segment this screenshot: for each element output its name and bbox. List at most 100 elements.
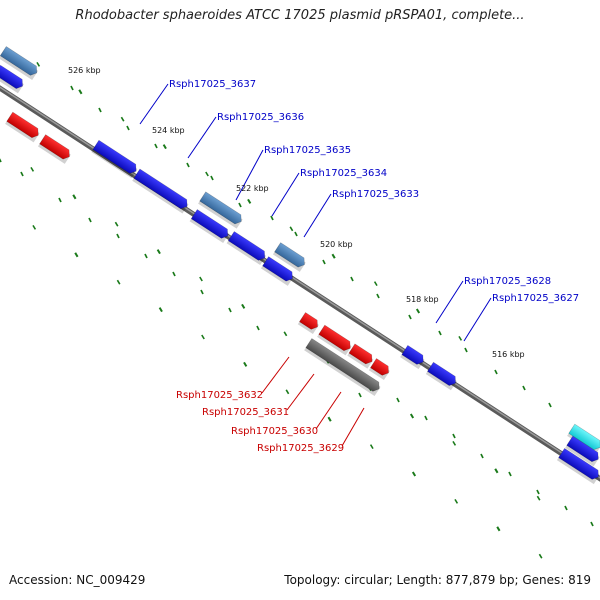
ruler-tick — [536, 489, 540, 495]
ruler-tick — [322, 259, 326, 265]
gene-label-3634[interactable]: Rsph17025_3634 — [300, 168, 387, 179]
reverse-gene-labels: Rsph17025_3632 Rsph17025_3631 Rsph17025_… — [176, 390, 344, 454]
gene-block-cyan[interactable] — [567, 423, 600, 455]
ruler-tick — [72, 194, 77, 200]
ruler-tick — [494, 468, 499, 474]
gene-label-3633[interactable]: Rsph17025_3633 — [332, 189, 419, 200]
ruler-tick — [58, 197, 62, 203]
ruler-tick — [464, 347, 468, 353]
gene-block-reverse[interactable] — [317, 324, 353, 356]
ruler-tick — [88, 217, 92, 223]
gene-block-reverse[interactable] — [5, 111, 41, 143]
ruler-tick — [424, 415, 428, 421]
scale-label-522: 522 kbp — [236, 184, 269, 193]
ruler-tick — [369, 444, 374, 450]
ruler-tick — [98, 107, 102, 113]
gene-block-forward[interactable] — [91, 139, 139, 179]
ruler-tick — [408, 314, 412, 320]
gene-block-reverse[interactable] — [37, 134, 72, 164]
label-leader-line — [261, 356, 290, 394]
ruler-tick — [438, 330, 442, 336]
accession-label: Accession: NC_009429 — [9, 573, 146, 587]
gene-block-forward[interactable] — [0, 64, 26, 94]
gene-block-reverse[interactable] — [347, 343, 375, 369]
ruler-tick — [411, 471, 417, 477]
ruler-tick — [201, 334, 205, 340]
ruler-tick — [247, 198, 252, 204]
ruler-ticks — [0, 61, 594, 559]
ruler-tick — [496, 526, 501, 532]
ruler-tick — [256, 325, 260, 331]
forward-gene-labels: Rsph17025_3637 Rsph17025_3636 Rsph17025_… — [169, 79, 579, 304]
gene-block-forward[interactable] — [189, 209, 231, 244]
ruler-tick — [186, 162, 190, 168]
gene-block-forward[interactable] — [226, 231, 268, 266]
ruler-tick — [536, 495, 541, 501]
gene-label-3636[interactable]: Rsph17025_3636 — [217, 112, 304, 123]
ruler-tick — [114, 221, 119, 227]
map-summary-label: Topology: circular; Length: 877,879 bp; … — [284, 573, 591, 587]
gene-label-3635[interactable]: Rsph17025_3635 — [264, 145, 351, 156]
gene-block-other[interactable] — [304, 338, 382, 397]
ruler-tick — [538, 553, 543, 559]
gene-block-forward[interactable] — [132, 168, 190, 214]
ruler-tick — [458, 335, 463, 341]
gene-block-steel[interactable] — [0, 46, 40, 81]
ruler-tick — [74, 252, 79, 258]
ruler-tick — [36, 61, 41, 67]
gene-block-forward[interactable] — [400, 344, 426, 370]
gene-block-reverse[interactable] — [297, 312, 321, 335]
ruler-tick — [0, 158, 2, 163]
map-title: Rhodobacter sphaeroides ATCC 17025 plasm… — [75, 8, 525, 23]
scale-label-526: 526 kbp — [68, 66, 101, 75]
ruler-tick — [270, 215, 274, 221]
gene-label-3631[interactable]: Rsph17025_3631 — [202, 407, 289, 418]
label-leader-line — [235, 149, 264, 201]
ruler-tick — [590, 521, 594, 527]
ruler-tick — [144, 253, 148, 259]
ruler-tick — [283, 331, 288, 337]
gene-block-forward[interactable] — [565, 435, 600, 467]
ruler-tick — [210, 175, 214, 181]
gene-track — [0, 46, 600, 485]
gene-label-3629[interactable]: Rsph17025_3629 — [257, 443, 344, 454]
label-leader-line — [435, 280, 464, 324]
scale-label-520: 520 kbp — [320, 240, 353, 249]
gene-block-steel[interactable] — [272, 242, 307, 272]
ruler-tick — [116, 279, 121, 285]
ruler-tick — [415, 308, 421, 314]
gene-block-forward[interactable] — [556, 447, 600, 485]
scale-label-518: 518 kbp — [406, 295, 439, 304]
gene-label-3632[interactable]: Rsph17025_3632 — [176, 390, 263, 401]
ruler-tick — [78, 89, 83, 95]
label-leader-line — [271, 172, 300, 217]
label-leader-line — [286, 373, 315, 411]
ruler-tick — [205, 171, 209, 177]
gene-label-3630[interactable]: Rsph17025_3630 — [231, 426, 318, 437]
ruler-tick — [409, 413, 415, 419]
label-leader-line — [315, 391, 342, 430]
ruler-tick — [172, 271, 176, 277]
ruler-tick — [480, 453, 484, 459]
gene-label-3627[interactable]: Rsph17025_3627 — [492, 293, 579, 304]
ruler-tick — [116, 233, 120, 239]
ruler-tick — [350, 276, 354, 282]
gene-label-3628[interactable]: Rsph17025_3628 — [464, 276, 551, 287]
ruler-tick — [285, 389, 290, 395]
ruler-tick — [20, 171, 24, 177]
gene-label-3637[interactable]: Rsph17025_3637 — [169, 79, 256, 90]
gene-block-reverse[interactable] — [368, 358, 392, 381]
ruler-tick — [331, 253, 336, 259]
ruler-tick — [30, 166, 35, 172]
gene-block-forward[interactable] — [260, 256, 295, 286]
gene-block-steel[interactable] — [198, 191, 244, 229]
scale-label-524: 524 kbp — [152, 126, 185, 135]
ruler-tick — [508, 471, 512, 477]
ruler-tick — [228, 307, 232, 313]
ruler-tick — [522, 385, 526, 391]
ruler-tick — [294, 231, 298, 237]
gene-block-forward[interactable] — [425, 361, 459, 391]
label-leader-line — [463, 297, 492, 342]
